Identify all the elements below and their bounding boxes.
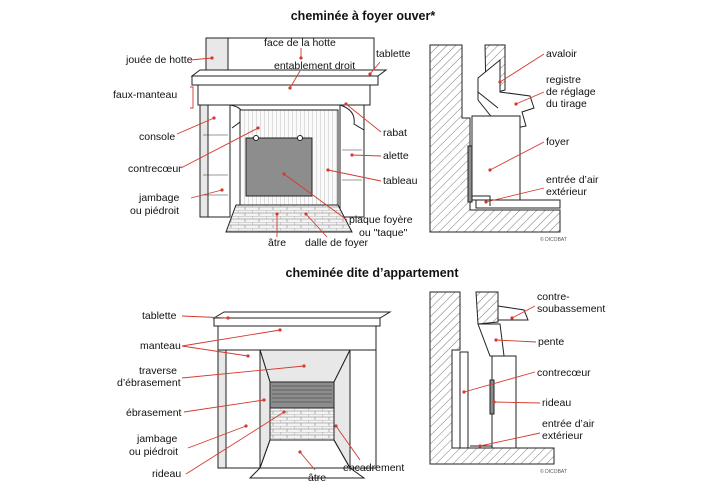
label-c-entree-2: extérieur xyxy=(542,430,583,442)
label-taque: ou "taque" xyxy=(359,227,408,239)
label-jambage: jambage xyxy=(138,192,179,204)
label-console: console xyxy=(139,131,175,143)
label-c-contre-1: contre- xyxy=(537,291,570,303)
open-section-labels: avaloir registre de réglage du tirage fo… xyxy=(484,48,599,204)
label-joue-hotte: jouée de hotte xyxy=(125,54,193,66)
label-b-traverse-1: traverse xyxy=(139,365,177,377)
mantel-shelf xyxy=(213,317,381,327)
label-b-encadrement: encadrement xyxy=(343,462,404,474)
label-registre-2: de réglage xyxy=(546,86,596,98)
label-avaloir: avaloir xyxy=(546,48,577,60)
label-c-pente: pente xyxy=(538,336,564,348)
label-entablement: entablement droit xyxy=(274,60,355,72)
open-fireplace-perspective xyxy=(190,37,388,233)
label-c-contrecoeur: contrecœur xyxy=(537,367,591,379)
label-b-tablette: tablette xyxy=(142,310,177,322)
label-b-manteau: manteau xyxy=(140,340,181,352)
label-b-jambage: jambage xyxy=(136,433,177,445)
label-dalle: dalle de foyer xyxy=(305,237,369,249)
label-registre-1: registre xyxy=(546,74,581,86)
title-apartment-fireplace: cheminée dite d’appartement xyxy=(286,266,460,280)
apartment-section: © DICOBAT xyxy=(429,291,567,475)
right-jamb xyxy=(339,104,365,218)
lintel xyxy=(197,84,371,106)
label-c-entree-1: entrée d’air xyxy=(542,418,595,430)
copyright-bottom: © DICOBAT xyxy=(540,468,567,475)
label-c-contre-2: soubassement xyxy=(537,303,605,315)
hood xyxy=(205,37,375,75)
label-b-ebrasement: ébrasement xyxy=(126,407,182,419)
label-piedroit: ou piédroit xyxy=(130,205,179,217)
label-tableau: tableau xyxy=(383,175,418,187)
label-tablette: tablette xyxy=(376,48,411,60)
label-entree-1: entrée d’air xyxy=(546,174,599,186)
label-faux-manteau: faux-manteau xyxy=(113,89,177,101)
curtain xyxy=(269,381,335,409)
label-contrecoeur: contrecœur xyxy=(128,163,182,175)
hearth-floor xyxy=(225,204,353,233)
apartment-fireplace-perspective xyxy=(212,311,392,479)
mantel xyxy=(217,325,377,351)
firebox xyxy=(269,407,335,441)
label-b-piedroit: ou piédroit xyxy=(129,446,178,458)
label-b-atre: âtre xyxy=(308,472,326,484)
right-pilaster xyxy=(349,349,377,469)
label-b-traverse-2: d’ébrasement xyxy=(117,377,181,389)
open-fireplace-labels: face de la hotte jouée de hotte tablette… xyxy=(113,37,418,249)
label-b-rideau: rideau xyxy=(152,468,181,480)
label-foyer: foyer xyxy=(546,136,570,148)
label-registre-3: du tirage xyxy=(546,98,587,110)
label-c-rideau: rideau xyxy=(542,397,571,409)
label-face-hotte: face de la hotte xyxy=(264,37,336,49)
apartment-labels: tablette manteau traverse d’ébrasement é… xyxy=(117,310,404,484)
hearth xyxy=(248,467,366,479)
label-entree-2: extérieur xyxy=(546,186,587,198)
title-open-fireplace: cheminée à foyer ouver* xyxy=(291,9,436,23)
apartment-section-labels: contre- soubassement pente contrecœur ri… xyxy=(462,291,605,448)
label-atre: âtre xyxy=(268,237,286,249)
label-plaque: plaque foyère xyxy=(349,214,413,226)
copyright-top: © DICOBAT xyxy=(540,236,567,243)
label-alette: alette xyxy=(383,150,409,162)
label-rabat: rabat xyxy=(383,127,407,139)
open-fireplace-section: © DICOBAT xyxy=(429,44,567,243)
